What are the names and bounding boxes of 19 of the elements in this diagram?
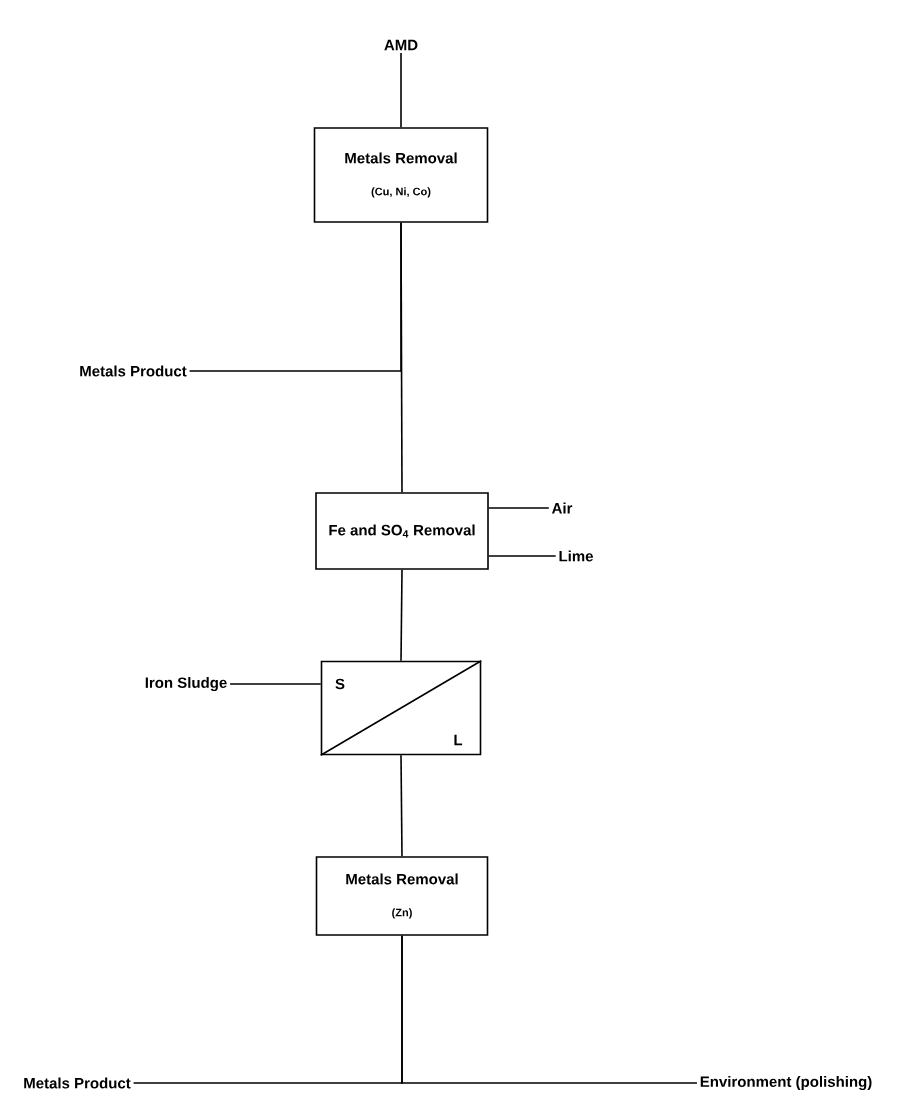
flow-line [488,507,550,509]
flow-line [401,935,698,1084]
stream-label: Metals Product [24,1077,131,1089]
process-box: Metals Removal (Zn) [315,856,489,936]
flow-line [400,569,403,662]
separator-box: S L [319,659,483,757]
flow-line [488,555,557,557]
stream-label: Metals Product [80,365,187,377]
process-box: Fe and SO$_{4}$ Removal [315,492,489,570]
stream-label: Air [551,502,573,514]
flow-line [229,683,322,685]
flow-line [400,754,403,857]
stream-label: Environment (polishing) [700,1076,872,1091]
stream-label: AMD [384,39,418,51]
flow-line [400,222,403,493]
stream-label: Iron Sludge [145,677,227,692]
flow-line [400,52,402,128]
stream-label: Lime [559,550,593,562]
process-box: Metals Removal (Cu, Ni, Co) [313,127,489,223]
